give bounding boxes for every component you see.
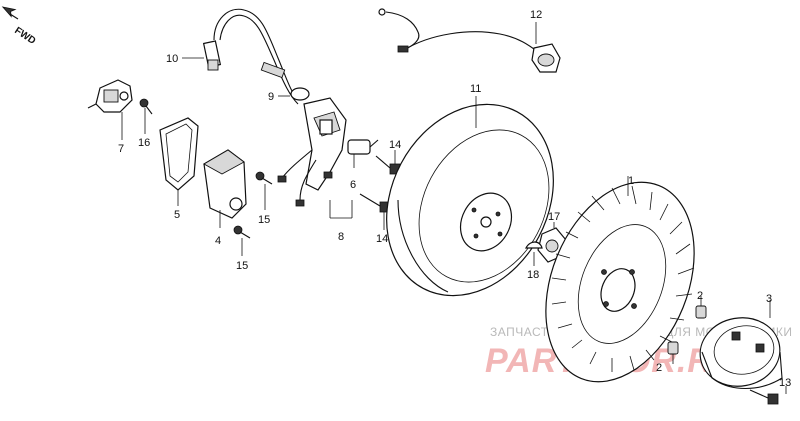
- flywheel-drawing: [386, 96, 554, 297]
- part-label-14-lower: 14: [376, 233, 388, 245]
- screw-16-drawing: [139, 98, 153, 134]
- part-label-8: 8: [338, 231, 344, 243]
- part-label-4: 4: [215, 235, 221, 247]
- part-label-5: 5: [174, 209, 180, 221]
- part-label-9: 9: [268, 91, 274, 103]
- fwd-indicator: FWD: [1, 6, 37, 47]
- screw-15-upper-drawing: [255, 171, 273, 210]
- cooling-fan-drawing: [545, 176, 695, 383]
- screw-15-lower-drawing: [233, 225, 251, 256]
- bolt-14-upper-drawing: [375, 150, 401, 175]
- part-label-16: 16: [138, 137, 150, 149]
- nut-2-upper-drawing: [695, 296, 707, 319]
- part-label-13: 13: [779, 377, 791, 389]
- spark-plug-cap-drawing: [182, 8, 301, 105]
- part-label-1: 1: [628, 175, 634, 187]
- part-label-11: 11: [470, 83, 481, 95]
- part-label-12: 12: [530, 9, 542, 21]
- part-label-10: 10: [166, 53, 178, 65]
- part-label-15-lower: 15: [236, 260, 248, 272]
- grommet-drawing: [260, 61, 310, 101]
- gasket-drawing: [159, 117, 199, 206]
- nut-2-lower-drawing: [667, 341, 679, 364]
- part-label-14-upper: 14: [389, 139, 401, 151]
- fwd-arrow-icon: [1, 6, 17, 18]
- part-label-3: 3: [766, 293, 772, 305]
- part-label-17: 17: [548, 211, 560, 223]
- fwd-label: FWD: [12, 25, 37, 47]
- stop-switch-wire-drawing: [378, 8, 561, 73]
- part-label-15-upper: 15: [258, 214, 270, 226]
- bolt-13-drawing: [749, 386, 787, 405]
- part-label-6: 6: [350, 179, 356, 191]
- part-label-2-lower: 2: [656, 362, 662, 374]
- bolt-14-lower-drawing: [359, 193, 391, 230]
- part-label-7: 7: [118, 143, 124, 155]
- ignition-coil-drawing: [277, 97, 353, 219]
- part-label-2-upper: 2: [697, 290, 703, 302]
- starter-pulley-drawing: [699, 300, 783, 389]
- part-label-18: 18: [527, 269, 539, 281]
- woodruff-key-drawing: [525, 241, 543, 266]
- condenser-drawing: [347, 139, 379, 168]
- part-labels: 1 2 2 3 4 5 6 7 8 9 10 11 12 13 14 14 15…: [118, 9, 791, 389]
- contact-breaker-drawing: [87, 79, 133, 140]
- cover-drawing: [203, 149, 247, 228]
